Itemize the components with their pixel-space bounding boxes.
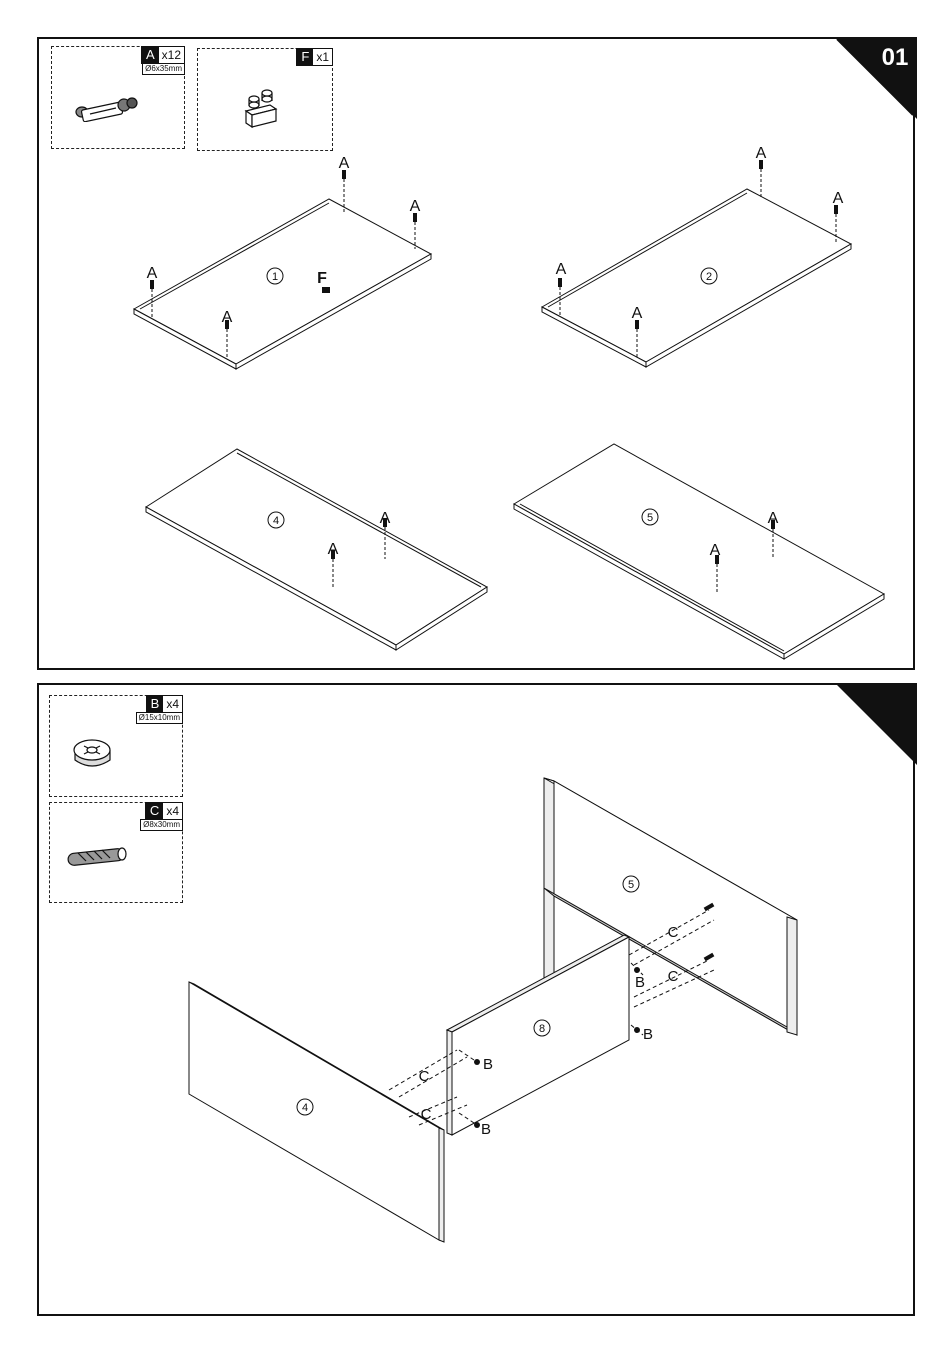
part-id: 1 [272, 271, 278, 283]
callout-b: B [643, 1026, 653, 1043]
callout-a: A [328, 541, 339, 558]
assembly-step-2-panel: B x4 Ø15x10mm C x4 Ø8x30mm [37, 683, 915, 1316]
callout-f: F [317, 270, 327, 287]
callout-c: C [668, 968, 679, 985]
panel-1-drawing [134, 199, 431, 369]
callout-b: B [483, 1056, 493, 1073]
step-2-assembly-diagram: C C C C B B B B 5 8 4 [39, 685, 917, 1318]
panel-4-drawing [189, 982, 444, 1242]
panel-5-drawing [514, 444, 884, 659]
callout-c: C [421, 1106, 432, 1123]
callout-a: A [410, 198, 421, 215]
panel-4-drawing [146, 449, 487, 650]
callout-a: A [833, 190, 844, 207]
assembly-step-1-panel: 01 A x12 Ø6x35mm F x1 [37, 37, 915, 670]
callout-a: A [756, 145, 767, 162]
callout-c: C [668, 924, 679, 941]
callout-a: A [339, 155, 350, 172]
panel-2-drawing [542, 189, 851, 367]
callout-b: B [481, 1121, 491, 1138]
callout-a: A [222, 309, 233, 326]
part-id: 5 [647, 512, 653, 524]
part-id: 2 [706, 271, 712, 283]
callout-a: A [147, 265, 158, 282]
step-1-panels-diagram: A A A A F A A A A A A A A 1 2 4 5 [39, 39, 917, 672]
callout-a: A [710, 542, 721, 559]
part-id: 4 [302, 1102, 308, 1114]
part-id: 8 [539, 1023, 545, 1035]
callout-b: B [635, 974, 645, 991]
part-id: 4 [273, 515, 279, 527]
callout-a: A [632, 305, 643, 322]
part-id: 5 [628, 879, 634, 891]
callout-a: A [768, 510, 779, 527]
callout-c: C [419, 1068, 430, 1085]
callout-a: A [556, 261, 567, 278]
callout-a: A [380, 510, 391, 527]
